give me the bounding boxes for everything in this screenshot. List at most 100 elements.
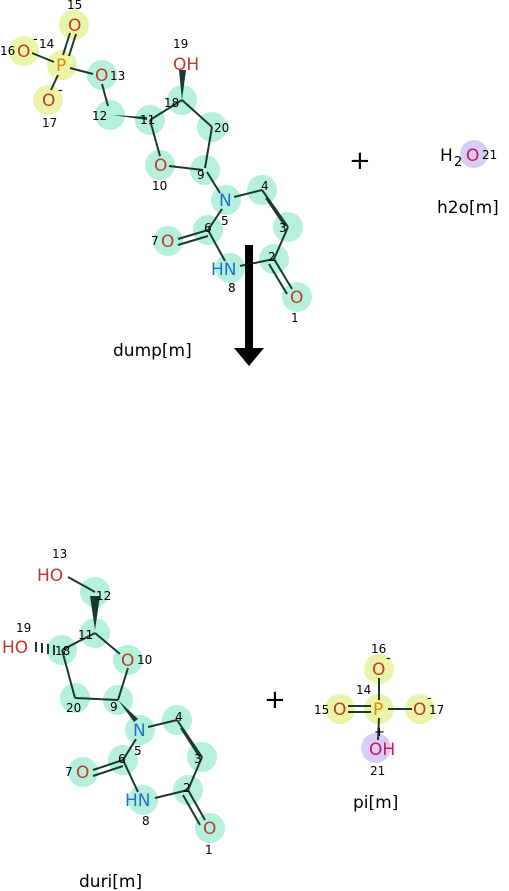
- bond: [265, 197, 286, 227]
- atom-dump-n8: HN: [211, 260, 237, 280]
- highlight-h2o-o21: [460, 140, 488, 168]
- bond: [122, 738, 137, 761]
- highlight-pi-o17: [405, 694, 435, 724]
- bond: [31, 52, 55, 63]
- bond: [101, 83, 109, 107]
- bond: [177, 235, 209, 246]
- atom-dump-o19: OH: [173, 55, 199, 75]
- bond: [181, 99, 213, 128]
- bond: [233, 189, 263, 198]
- atom-number-dump-15: 15: [67, 0, 82, 12]
- atom-number-dump-2: 2: [268, 250, 276, 264]
- bond: [176, 719, 203, 758]
- molecule-h2o: H 2 O 21 h2o[m]: [437, 140, 499, 218]
- atom-duri-n8: HN: [125, 791, 151, 811]
- atom-number-dump-5: 5: [221, 214, 229, 228]
- atom-h2o-subscript: 2: [454, 155, 462, 170]
- bond: [204, 126, 213, 169]
- molecule-name-duri: duri[m]: [79, 872, 142, 891]
- bond: [377, 717, 380, 741]
- reaction-arrow: [234, 245, 264, 366]
- atom-number-dump-3: 3: [279, 221, 287, 235]
- highlight-dump-n8: [215, 253, 245, 283]
- wedge-bond: [90, 596, 100, 630]
- atom-number-pi-21: 21: [370, 764, 385, 778]
- atom-pi-o17: O: [413, 700, 426, 720]
- atom-number-duri-5: 5: [134, 744, 142, 758]
- atom-number-dump-13: 13: [110, 69, 125, 83]
- atom-number-dump-1: 1: [291, 311, 299, 325]
- molecule-pi: O - 16 P 14 O 15 O - 17 + OH 21 pi[m]: [314, 642, 444, 813]
- atom-number-duri-8: 8: [142, 814, 150, 828]
- highlight-dump-n5: [211, 185, 241, 215]
- atom-number-pi-17: 17: [429, 703, 444, 717]
- atom-number-dump-6: 6: [204, 221, 212, 235]
- molecule-name-dump: dump[m]: [113, 341, 192, 361]
- atom-number-dump-14: 14: [39, 37, 54, 51]
- highlight-pi-o16: [364, 654, 394, 684]
- atom-number-dump-10: 10: [152, 179, 167, 193]
- charge-dump-o16: -: [33, 32, 38, 47]
- highlight-dump-o13: [87, 60, 117, 90]
- atom-number-dump-9: 9: [197, 168, 205, 182]
- bond: [61, 632, 96, 651]
- bond: [273, 226, 289, 260]
- bond: [273, 258, 293, 290]
- arrow-head: [234, 348, 264, 366]
- atom-dump-o10: O: [154, 156, 167, 176]
- bond: [187, 756, 203, 791]
- wedge-bond: [179, 70, 186, 100]
- atom-number-pi-16: 16: [371, 642, 386, 656]
- atom-number-duri-19: 19: [16, 621, 31, 635]
- atom-number-dump-12: 12: [92, 109, 107, 123]
- molecule-name-h2o: h2o[m]: [437, 198, 499, 218]
- atom-duri-o10: O: [121, 651, 134, 671]
- charge-pi-o16: -: [386, 651, 391, 666]
- atom-duri-o13: HO: [37, 566, 63, 586]
- molecule-duri: HO 13 12 11 HO 19 18 O 10 20 9 N 5 4 3 6…: [2, 547, 225, 891]
- atom-number-duri-9: 9: [110, 700, 118, 714]
- atom-number-dump-8: 8: [228, 281, 236, 295]
- bond: [92, 765, 124, 777]
- atom-h2o-o: O: [466, 146, 479, 166]
- atom-dump-o1: O: [290, 288, 303, 308]
- atom-number-dump-19: 19: [173, 37, 188, 51]
- bond: [147, 719, 178, 728]
- atom-dump-o17: O: [42, 91, 55, 111]
- bond: [182, 794, 201, 826]
- atom-number-duri-2: 2: [183, 781, 191, 795]
- atom-number-dump-11: 11: [140, 113, 155, 127]
- atom-number-duri-3: 3: [194, 752, 202, 766]
- highlight-pi-o15: [325, 694, 355, 724]
- atom-duri-o1: O: [203, 819, 216, 839]
- highlight-dump-c9: [190, 155, 220, 185]
- molecule-dump: O 15 O 16 - P 14 O 13 O - 17 OH 19 18 20…: [0, 0, 312, 361]
- atom-number-dump-16: 16: [0, 44, 15, 58]
- bond: [94, 632, 121, 655]
- highlight-dump-o16: [9, 36, 39, 66]
- bond: [180, 727, 200, 757]
- atom-number-dump-18: 18: [164, 96, 179, 110]
- highlight-duri-o10: [113, 645, 143, 675]
- highlight-dump-o1: [282, 282, 312, 312]
- atom-dump-p14: P: [56, 56, 66, 76]
- atom-number-duri-6: 6: [118, 752, 126, 766]
- atom-number-h2o-21: 21: [482, 148, 497, 162]
- highlight-dump-p14: [47, 50, 77, 80]
- bond: [207, 229, 226, 262]
- charge-dump-o17: -: [58, 83, 63, 98]
- atom-number-dump-7: 7: [151, 234, 159, 248]
- highlight-dump-o15: [59, 10, 89, 40]
- atom-duri-o19: HO: [2, 638, 28, 658]
- molecule-name-pi: pi[m]: [353, 793, 398, 813]
- wedge-bond: [118, 700, 138, 722]
- highlight-duri-n5: [125, 715, 155, 745]
- bond: [122, 759, 139, 793]
- highlight-duri-n8: [128, 785, 158, 815]
- highlight-duri-o7: [68, 757, 98, 787]
- bond: [67, 576, 96, 593]
- bond: [261, 189, 289, 228]
- atom-number-dump-4: 4: [261, 179, 269, 193]
- bond: [177, 229, 209, 240]
